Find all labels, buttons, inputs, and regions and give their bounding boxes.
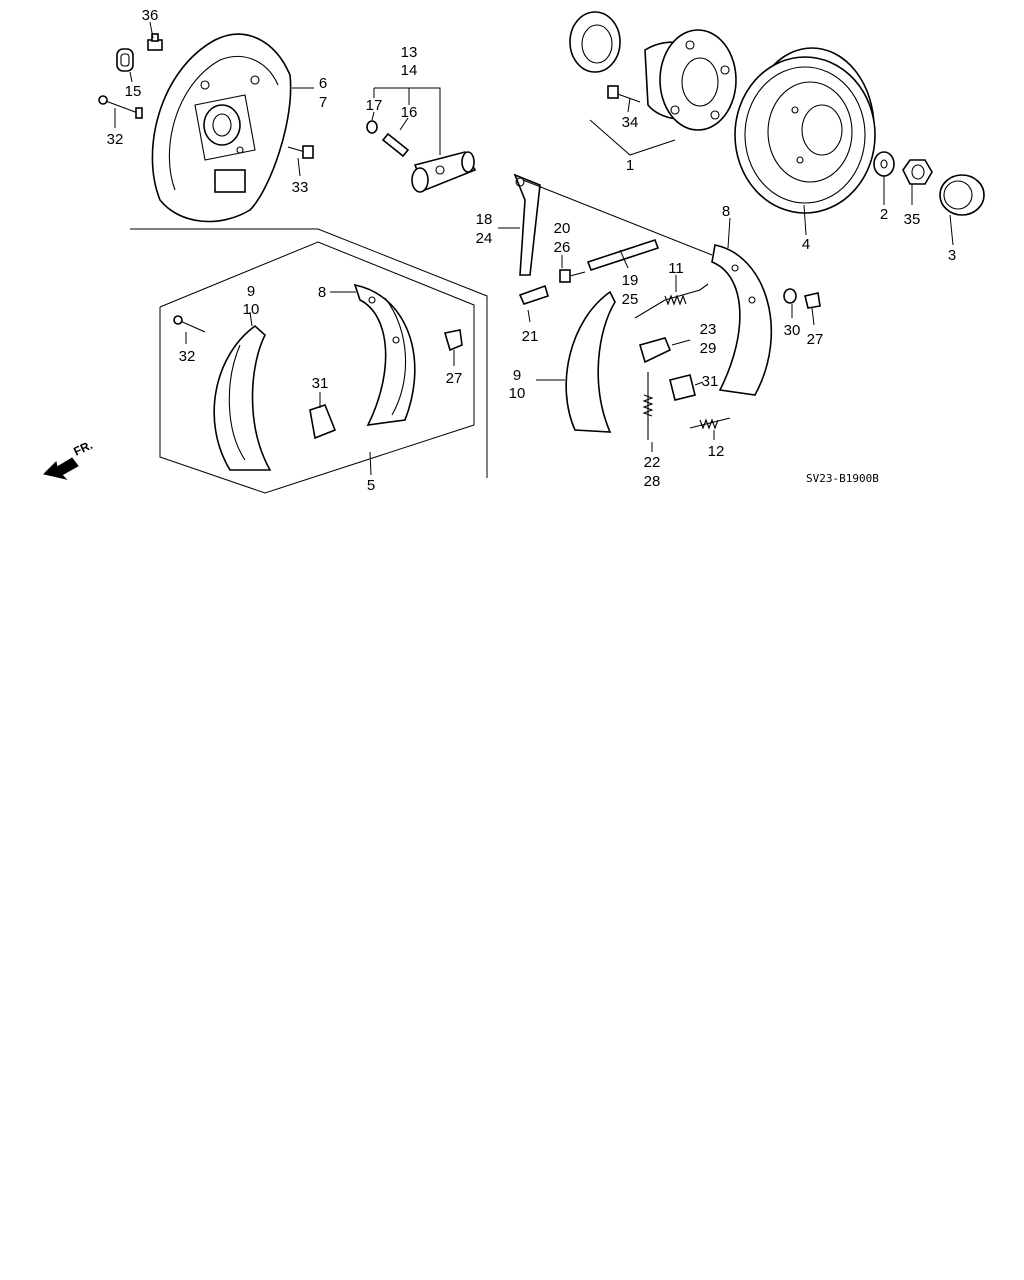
pin-32-top <box>98 95 143 119</box>
callout-13: 13 <box>401 44 418 61</box>
hub-cap-3 <box>939 174 985 216</box>
bolt-33 <box>287 145 314 159</box>
front-label: FR. <box>71 438 94 459</box>
callout-labels: 36 15 32 6 7 33 13 14 17 16 34 1 2 35 3 … <box>107 7 957 494</box>
callout-20: 20 <box>554 220 571 237</box>
callout-22: 22 <box>644 454 661 471</box>
callout-31-right: 31 <box>702 373 719 390</box>
spring-12 <box>689 417 731 430</box>
callout-10-left: 10 <box>243 301 260 318</box>
washer-30 <box>783 288 797 304</box>
callout-9-left: 9 <box>247 283 255 300</box>
strut-23 <box>639 337 672 364</box>
callout-25: 25 <box>622 291 639 308</box>
pin-32-lower <box>173 315 206 333</box>
clip-27-left <box>443 329 463 352</box>
callout-19: 19 <box>622 272 639 289</box>
callout-9-right: 9 <box>513 367 521 384</box>
callout-10-right: 10 <box>509 385 526 402</box>
callout-31-left: 31 <box>312 375 329 392</box>
callout-5: 5 <box>367 477 375 494</box>
grommet-15 <box>116 48 134 72</box>
left-brake-shoe-9 <box>213 324 272 471</box>
nut-35 <box>902 159 933 185</box>
cap-17 <box>366 120 378 134</box>
shoe-set-outline <box>130 228 488 494</box>
callout-17: 17 <box>366 97 383 114</box>
callout-18: 18 <box>476 211 493 228</box>
callout-23: 23 <box>700 321 717 338</box>
callout-2: 2 <box>880 206 888 223</box>
callout-24: 24 <box>476 230 493 247</box>
callout-1: 1 <box>626 157 634 174</box>
brake-drum <box>734 47 876 214</box>
callout-14: 14 <box>401 62 418 79</box>
callout-28: 28 <box>644 473 661 490</box>
spring-11 <box>634 283 709 319</box>
callout-12: 12 <box>708 443 725 460</box>
callout-8-right: 8 <box>722 203 730 220</box>
bolt-26 <box>559 269 586 283</box>
front-direction-arrow-icon <box>43 457 79 480</box>
adjuster-rod-19 <box>586 239 660 271</box>
callout-4: 4 <box>802 236 810 253</box>
callout-26: 26 <box>554 239 571 256</box>
clip-27-right <box>804 292 821 309</box>
callout-35: 35 <box>904 211 921 228</box>
clip-31-left <box>309 404 337 440</box>
callout-7: 7 <box>319 94 327 111</box>
callout-34: 34 <box>622 114 639 131</box>
seal-34-ring <box>569 11 621 73</box>
callout-27-right: 27 <box>807 331 824 348</box>
bolt-36 <box>147 33 163 51</box>
washer-2 <box>873 151 895 177</box>
backing-plate <box>151 33 292 223</box>
bleeder-16 <box>381 132 410 158</box>
callout-32-lower: 32 <box>179 348 196 365</box>
sleeve-21 <box>518 284 549 305</box>
hub-bolt-34 <box>607 85 641 103</box>
wheel-cylinder <box>411 151 477 193</box>
callout-27-left: 27 <box>446 370 463 387</box>
clip-31-right <box>669 374 696 401</box>
right-brake-shoe-9 <box>565 290 616 433</box>
diagram-code: SV23-B1900B <box>806 472 879 485</box>
callout-11: 11 <box>668 260 684 277</box>
callout-21: 21 <box>522 328 539 345</box>
callout-6: 6 <box>319 75 327 92</box>
leader-lines <box>114 21 954 476</box>
callout-3: 3 <box>948 247 956 264</box>
callout-15: 15 <box>125 83 142 100</box>
right-brake-shoe-8 <box>711 244 773 396</box>
callout-8-left: 8 <box>318 284 326 301</box>
callout-33: 33 <box>292 179 309 196</box>
callout-30: 30 <box>784 322 801 339</box>
callout-16: 16 <box>401 104 418 121</box>
left-brake-shoe-8 <box>353 283 416 426</box>
spring-22 <box>642 372 654 440</box>
callout-32-top: 32 <box>107 131 124 148</box>
callout-29: 29 <box>700 340 717 357</box>
hub-unit <box>644 29 737 131</box>
adjuster-lever-18 <box>513 173 541 276</box>
callout-36: 36 <box>142 7 159 24</box>
